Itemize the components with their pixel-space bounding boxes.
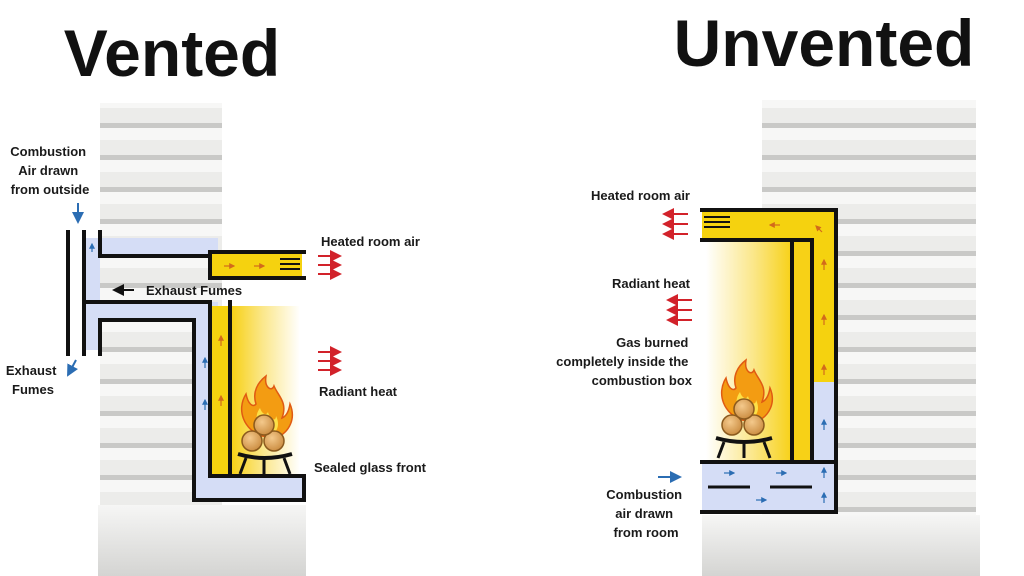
label-combustion-air-outside: Combustion Air drawn from outside <box>10 144 89 197</box>
vented-fire <box>237 374 294 475</box>
vented-title: Vented <box>64 16 280 90</box>
exhaust-out-arrow <box>67 359 78 377</box>
duct-airflow-arrows <box>218 263 266 406</box>
vent-pipe-outline <box>66 230 306 502</box>
hearth-base <box>98 505 306 576</box>
grate <box>715 436 773 444</box>
vent-grille <box>280 258 300 270</box>
log <box>721 414 743 436</box>
heated-air-arrows <box>318 250 342 280</box>
vented-diagram: Combustion Air drawn from outside Exhaus… <box>6 103 427 576</box>
unvented-title: Unvented <box>674 6 975 80</box>
pipe-airflow-arrows <box>89 242 208 410</box>
cool-air-flow-arrows <box>724 418 827 503</box>
label-exhaust-fumes-out: Exhaust Fumes <box>6 363 60 397</box>
label-sealed-glass-front: Sealed glass front <box>314 460 427 475</box>
log <box>743 414 765 436</box>
hot-air-flow-arrows <box>768 222 827 375</box>
label-radiant-heat: Radiant heat <box>612 276 691 291</box>
log <box>263 430 285 452</box>
hearth-base <box>702 515 980 576</box>
unvented-fire <box>715 358 774 459</box>
label-exhaust-fumes-pipe: Exhaust Fumes <box>146 283 242 298</box>
radiant-heat-arrows <box>666 294 692 326</box>
log <box>241 430 263 452</box>
grate <box>237 452 293 460</box>
log <box>733 398 755 420</box>
label-heated-room-air: Heated room air <box>591 188 690 203</box>
unvented-firebox-outline <box>700 208 838 514</box>
heated-air-duct <box>210 254 302 276</box>
label-heated-room-air: Heated room air <box>321 234 420 249</box>
vent-grille <box>704 216 730 228</box>
label-combustion-air-room: Combustion air drawn from room <box>606 487 685 540</box>
unvented-diagram: Heated room air Radiant heat Gas burned … <box>556 100 980 576</box>
radiant-heat-arrows <box>318 346 342 376</box>
label-gas-burned: Gas burned completely inside the combust… <box>556 335 693 388</box>
label-radiant-heat: Radiant heat <box>319 384 398 399</box>
heated-air-arrows <box>662 208 688 240</box>
firebox-hot-air-channel <box>212 306 230 474</box>
log <box>253 414 275 436</box>
